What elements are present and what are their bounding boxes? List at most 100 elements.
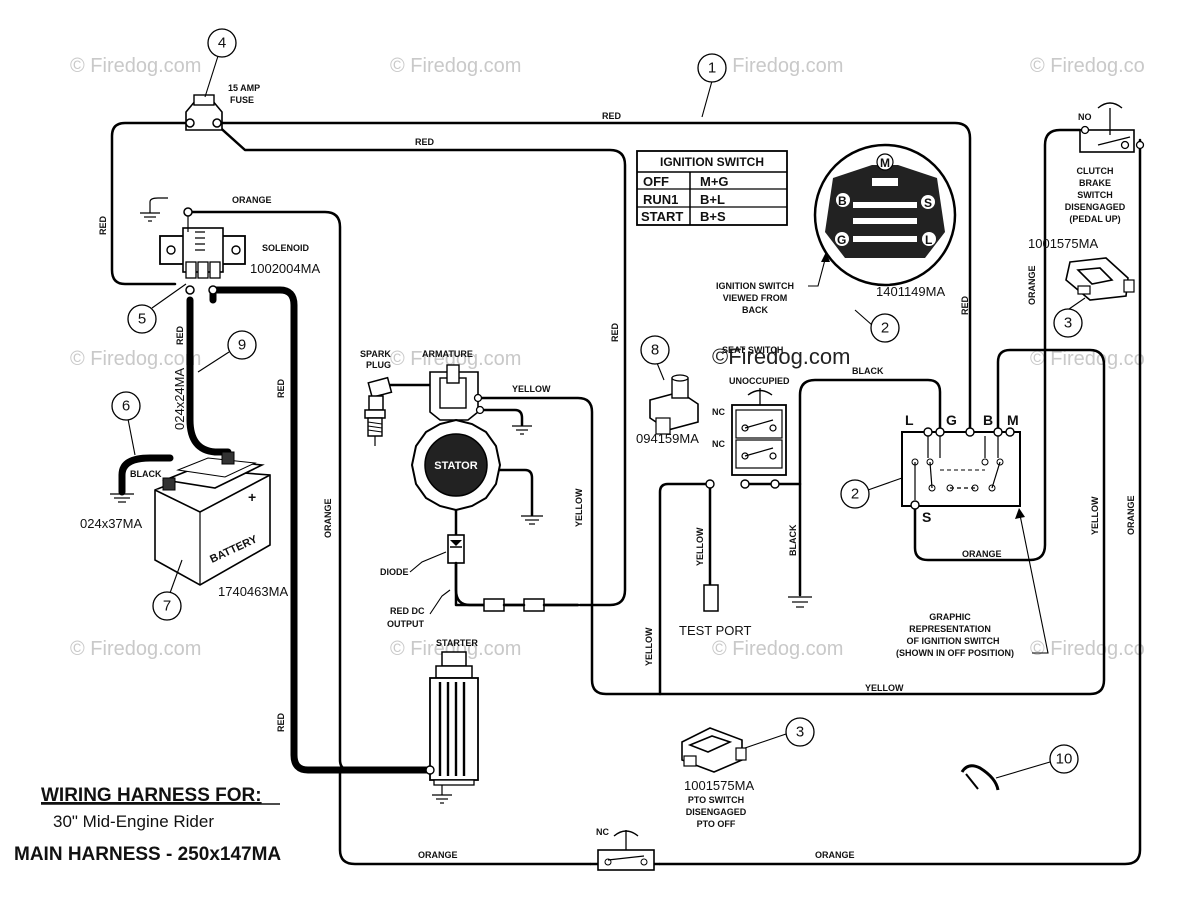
clutch-brake-switch: NO CLUTCH BRAKE SWITCH DISENGAGED (PEDAL… <box>1028 102 1145 301</box>
pto-label: DISENGAGED <box>686 807 747 817</box>
table-cell: START <box>641 209 683 224</box>
solenoid-part: 1002004MA <box>250 261 320 276</box>
svg-text:2: 2 <box>881 320 889 337</box>
red-dc-label: RED DC <box>390 606 425 616</box>
contact-nc-label: NC <box>712 439 725 449</box>
wire-labels: RED RED RED ORANGE RED RED RED ORANGE RE… <box>98 111 1136 860</box>
watermark: © Firedog.co <box>1030 55 1145 77</box>
ground-icon <box>512 425 532 435</box>
spark-plug-label: PLUG <box>366 360 391 370</box>
table-cell: B+L <box>700 192 725 207</box>
wire-label-orange: ORANGE <box>323 498 333 538</box>
ignition-view-label: BACK <box>742 305 768 315</box>
wire-label-red: RED <box>610 322 620 342</box>
watermark-center: ©Firedog.com <box>712 344 850 369</box>
ignition-switch-graphic: L G B M S GRAPHIC REPRESENTATION OF IGNI… <box>896 412 1049 658</box>
wire-label-yellow: YELLOW <box>695 527 705 566</box>
title-line-2: 30" Mid-Engine Rider <box>53 812 214 831</box>
dc-connectors <box>454 561 580 612</box>
watermark: © Firedog.com <box>712 55 843 77</box>
svg-text:1: 1 <box>708 60 716 77</box>
table-header: IGNITION SWITCH <box>660 155 764 169</box>
ground-icon <box>788 596 812 608</box>
watermark: © Firedog.co <box>1030 638 1145 660</box>
battery: + BATTERY 1740463MA <box>154 451 288 599</box>
wire-clip <box>960 764 1000 791</box>
red-dc-label: OUTPUT <box>387 619 425 629</box>
clutch-label: CLUTCH <box>1077 166 1114 176</box>
wires <box>110 121 1142 866</box>
pto-label: PTO OFF <box>697 819 736 829</box>
switch-face-g: G <box>837 233 846 247</box>
graphic-label: GRAPHIC <box>929 612 971 622</box>
ignition-table: IGNITION SWITCH OFF M+G RUN1 B+L START B… <box>636 150 788 226</box>
clutch-label: BRAKE <box>1079 178 1111 188</box>
title-line-3: MAIN HARNESS - 250x147MA <box>14 844 281 865</box>
graphic-label: OF IGNITION SWITCH <box>907 636 1000 646</box>
contact-nc-label: NC <box>712 407 725 417</box>
switch-face-m: M <box>880 156 890 170</box>
callout: 8 <box>640 335 670 381</box>
wire-label-orange: ORANGE <box>418 850 458 860</box>
callout: 2 <box>854 309 900 343</box>
pto-label: PTO SWITCH <box>688 795 744 805</box>
table-cell: M+G <box>700 174 729 189</box>
terminal-b: B <box>983 412 993 428</box>
pto-switch-schematic: NC <box>590 827 660 871</box>
svg-text:10: 10 <box>1056 751 1073 768</box>
switch-face-s: S <box>924 196 932 210</box>
fuse: 15 AMP FUSE <box>185 83 260 131</box>
clutch-label: DISENGAGED <box>1065 202 1126 212</box>
wire-label-yellow: YELLOW <box>574 488 584 527</box>
watermark: © Firedog.com <box>390 638 521 660</box>
wire-label-red: RED <box>960 295 970 315</box>
ignition-view-label: VIEWED FROM <box>723 293 788 303</box>
watermark: © Firedog.com <box>70 55 201 77</box>
seat-switch-illustration: 094159MA <box>636 374 699 446</box>
svg-text:3: 3 <box>1064 315 1072 332</box>
callout: 7 <box>152 559 183 621</box>
clutch-label: (PEDAL UP) <box>1069 214 1120 224</box>
spark-plug-label: SPARK <box>360 349 391 359</box>
ignition-switch-back: M B S G L 1401149MA IGNITION SWITCH VIEW… <box>716 143 957 315</box>
svg-text:5: 5 <box>138 311 146 328</box>
stator: STATOR <box>410 418 502 512</box>
callout: 4 <box>204 28 237 98</box>
callout: 10 <box>995 744 1079 779</box>
clutch-part: 1001575MA <box>1028 236 1098 251</box>
wire-label-red: RED <box>175 325 185 345</box>
watermark: © Firedog.com <box>70 348 201 370</box>
wire-label-yellow: YELLOW <box>644 627 654 666</box>
wire-label-red: RED <box>276 378 286 398</box>
ignition-switch-part: 1401149MA <box>876 284 945 299</box>
svg-text:3: 3 <box>796 724 804 741</box>
contact-nc-label: NC <box>596 827 609 837</box>
fuse-label: FUSE <box>230 95 254 105</box>
battery-part: 1740463MA <box>218 584 288 599</box>
callout: 3 <box>1053 297 1086 338</box>
armature-label: ARMATURE <box>422 349 473 359</box>
terminal-l: L <box>905 412 914 428</box>
terminal-g: G <box>946 412 957 428</box>
title-block: WIRING HARNESS FOR: 30" Mid-Engine Rider… <box>14 785 281 865</box>
svg-text:2: 2 <box>851 486 859 503</box>
plus-sign: + <box>248 489 256 505</box>
svg-text:8: 8 <box>651 342 659 359</box>
seat-switch-label: UNOCCUPIED <box>729 376 790 386</box>
callouts: 1 2 2 3 3 4 5 <box>111 28 1086 779</box>
wire-label-orange: ORANGE <box>962 549 1002 559</box>
solenoid-label: SOLENOID <box>262 243 310 253</box>
wire-label-yellow: YELLOW <box>1090 496 1100 535</box>
title-line-1: WIRING HARNESS FOR: <box>41 785 262 806</box>
armature: ARMATURE <box>422 349 485 421</box>
callout: 6 <box>111 391 141 456</box>
ground-icon <box>432 785 452 804</box>
test-port-label: TEST PORT <box>679 623 752 638</box>
switch-face-b: B <box>838 194 847 208</box>
callout: 5 <box>127 283 187 334</box>
graphic-label: (SHOWN IN OFF POSITION) <box>896 648 1014 658</box>
wire-label-orange: ORANGE <box>1126 495 1136 535</box>
callout: 3 <box>744 717 815 749</box>
wire-label-red: RED <box>276 712 286 732</box>
